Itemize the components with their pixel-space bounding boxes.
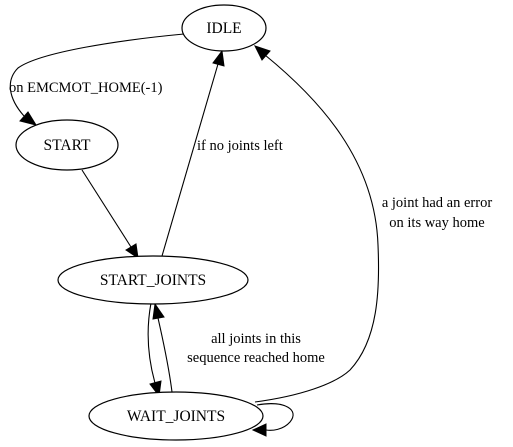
- edge-start-joints-to-idle: [161, 49, 225, 257]
- edge-wait-joints-to-start-joints: [152, 302, 173, 393]
- state-node-wait-joints: WAIT_JOINTS: [88, 391, 264, 441]
- edge-start-to-start-joints: [81, 169, 139, 260]
- state-label-wait-joints: WAIT_JOINTS: [127, 408, 225, 425]
- edge-label-wait-joints-to-start-joints-line-1: all joints in this: [211, 331, 301, 347]
- edge-label-idle-to-start: on EMCMOT_HOME(-1): [9, 80, 163, 96]
- edge-label-wait-joints-to-idle-line-2: on its way home: [389, 215, 484, 231]
- arrowhead: [19, 111, 38, 126]
- state-node-idle: IDLE: [181, 4, 267, 52]
- edge-wait-joints-to-idle: [254, 45, 380, 403]
- arrowhead: [152, 302, 165, 320]
- edge-idle-to-start: [9, 33, 185, 126]
- edge-wait-joints-self-loop: [251, 403, 294, 437]
- arrowhead: [254, 45, 271, 61]
- edge-label-wait-joints-to-idle-line-1: a joint had an error: [382, 195, 492, 211]
- edge-label-start-joints-to-idle: if no joints left: [197, 138, 283, 154]
- edge-label-wait-joints-to-start-joints-line-2: sequence reached home: [187, 350, 325, 366]
- arrowhead: [212, 49, 225, 67]
- state-node-start-joints: START_JOINTS: [57, 255, 249, 305]
- arrowhead: [125, 243, 139, 260]
- state-label-idle: IDLE: [206, 20, 241, 37]
- state-label-start: START: [44, 137, 91, 154]
- arrowhead: [251, 423, 267, 437]
- state-node-start: START: [15, 119, 119, 171]
- state-label-start-joints: START_JOINTS: [100, 272, 206, 289]
